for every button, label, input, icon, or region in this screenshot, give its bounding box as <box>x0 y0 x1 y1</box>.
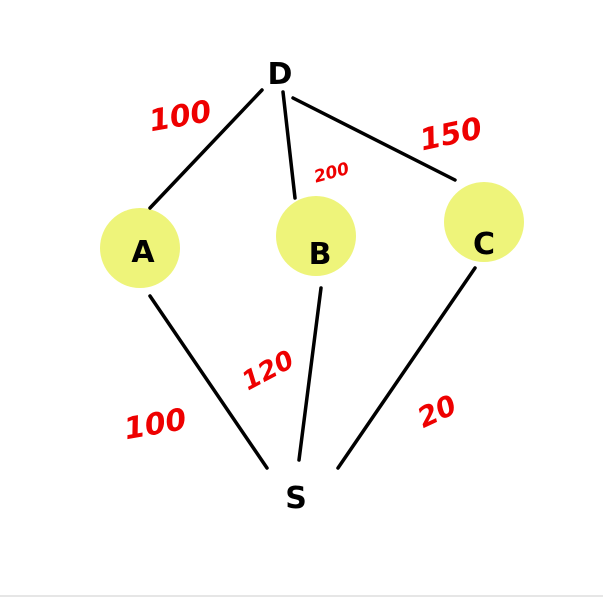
node-s-label: S <box>285 481 307 516</box>
edge-d-a <box>148 88 264 210</box>
node-b-highlight <box>276 196 356 276</box>
node-a-label: A <box>131 235 155 270</box>
edge-d-c <box>291 96 457 182</box>
weight-a-s: 100 <box>121 402 189 447</box>
node-c-label: C <box>473 227 495 262</box>
weight-d-b: 200 <box>312 159 352 188</box>
weight-b-s: 120 <box>237 345 299 397</box>
edge-a-s <box>148 294 269 470</box>
weight-c-s: 20 <box>412 388 461 434</box>
node-c-highlight <box>444 182 524 262</box>
node-a-highlight <box>100 208 180 288</box>
edge-d-b <box>281 90 297 200</box>
node-d-label: D <box>268 57 293 92</box>
edge-c-s <box>336 266 477 470</box>
weight-d-a: 100 <box>146 94 214 139</box>
edge-b-s <box>297 286 323 462</box>
weight-d-c: 150 <box>417 111 486 158</box>
node-b-label: B <box>309 237 332 272</box>
